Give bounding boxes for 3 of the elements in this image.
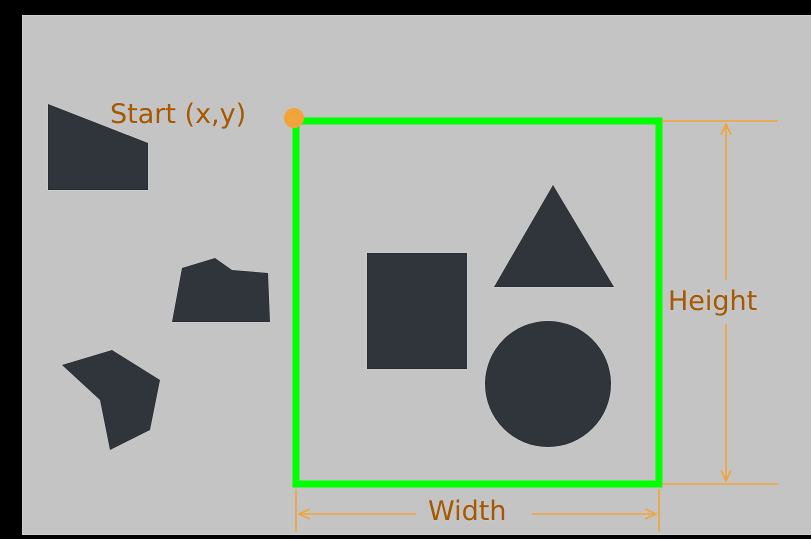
width-label: Width (428, 496, 506, 528)
start-point-label: Start (x,y) (110, 99, 246, 131)
height-label: Height (668, 286, 758, 318)
